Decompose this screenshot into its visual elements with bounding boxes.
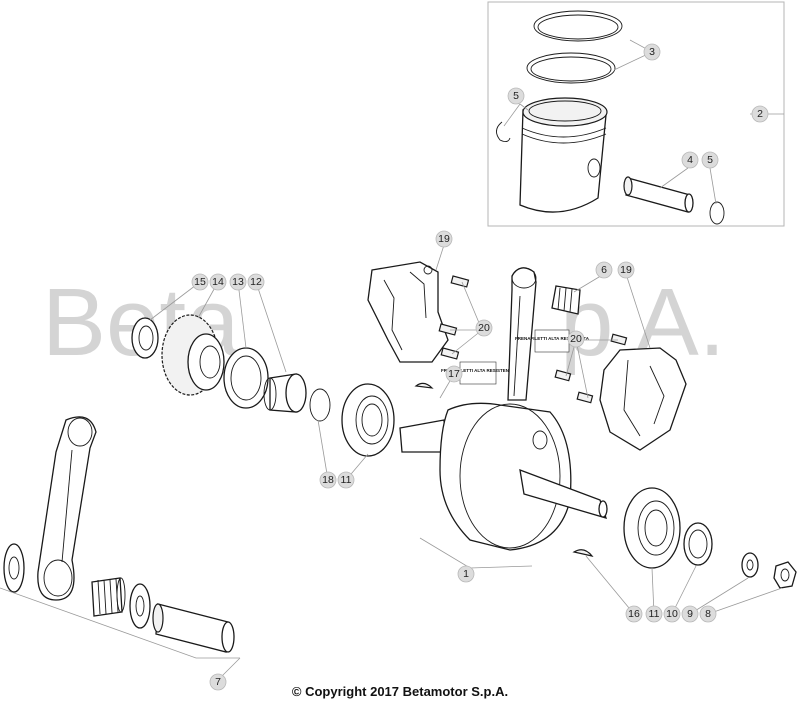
main-bearing-right	[623, 487, 681, 569]
callout-2: 2	[751, 105, 769, 123]
bushing	[263, 373, 307, 413]
callout-label-20-right: 20	[570, 333, 582, 345]
callout-10: 10	[663, 605, 681, 623]
callout-16: 16	[625, 605, 643, 623]
piston-rings	[526, 10, 623, 84]
washer	[741, 552, 759, 578]
woodruff-key-left	[414, 382, 434, 389]
circlip-right	[709, 201, 725, 225]
callout-19-right: 19	[617, 261, 635, 279]
bolts-left	[438, 275, 470, 360]
callout-label-15: 15	[194, 276, 206, 288]
callout-label-19-right: 19	[620, 264, 632, 276]
callout-20-right: 20	[567, 330, 585, 348]
main-bearing-left	[341, 383, 395, 457]
connecting-rod-lower	[3, 416, 97, 601]
circlip-left	[496, 121, 511, 143]
callout-label-2: 2	[757, 108, 763, 120]
callout-5-left: 5	[507, 87, 525, 105]
callout-label-3: 3	[649, 46, 655, 58]
copyright-notice: © Copyright 2017 Betamotor S.p.A.	[291, 684, 509, 699]
callout-6: 6	[595, 261, 613, 279]
callout-label-13: 13	[232, 276, 244, 288]
callout-5-right: 5	[701, 151, 719, 169]
piston	[519, 97, 608, 213]
callout-3: 3	[643, 43, 661, 61]
callout-9: 9	[681, 605, 699, 623]
o-ring	[309, 388, 331, 422]
callout-label-14: 14	[212, 276, 224, 288]
callout-17: 17	[445, 365, 463, 383]
callout-label-19-left: 19	[438, 233, 450, 245]
thrust-washer	[129, 583, 151, 629]
oil-seal	[223, 347, 269, 409]
callout-label-8: 8	[705, 608, 711, 620]
callout-label-7: 7	[215, 676, 221, 688]
callout-12: 12	[247, 273, 265, 291]
callout-4: 4	[681, 151, 699, 169]
callout-label-11-right: 11	[649, 608, 660, 620]
piston-pin	[623, 176, 694, 213]
callout-label-20-left: 20	[478, 322, 490, 334]
callout-label-9: 9	[687, 608, 693, 620]
callout-label-16: 16	[628, 608, 640, 620]
oil-seal-spacer	[131, 317, 159, 359]
callout-11-left: 11	[337, 471, 355, 489]
callout-18: 18	[319, 471, 337, 489]
callout-label-1: 1	[463, 568, 469, 580]
callout-label-10: 10	[666, 608, 678, 620]
needle-bearing-large	[91, 577, 126, 617]
callout-label-5-right: 5	[707, 154, 713, 166]
callout-label-4: 4	[687, 154, 693, 166]
callout-7: 7	[209, 673, 227, 691]
crank-cover-left	[367, 261, 449, 363]
callout-label-6: 6	[601, 264, 607, 276]
callout-20-left: 20	[475, 319, 493, 337]
crank-cover-right	[599, 347, 687, 451]
needle-bearing-small	[551, 285, 581, 315]
callout-label-12: 12	[250, 276, 262, 288]
callout-label-17: 17	[448, 368, 460, 380]
callout-8: 8	[699, 605, 717, 623]
woodruff-key-right	[572, 549, 594, 557]
sticker-right-text: FRENAFILETTI ALTA RESISTENZA	[515, 336, 590, 341]
crank-pin	[152, 603, 235, 653]
callout-15: 15	[191, 273, 209, 291]
callout-13: 13	[229, 273, 247, 291]
sticker-left-text: FRENAFILETTI ALTA RESISTENZA	[441, 368, 516, 373]
callout-label-11-left: 11	[341, 474, 352, 486]
callout-label-18: 18	[322, 474, 334, 486]
primary-gear	[161, 314, 225, 396]
oil-seal-right	[683, 522, 713, 566]
callout-19-left: 19	[435, 230, 453, 248]
callout-14: 14	[209, 273, 227, 291]
crank-nut	[773, 561, 797, 589]
callout-label-5-left: 5	[513, 90, 519, 102]
callout-badges: 1 2 3 4 5 5 6 7 8 9 10 11 11 12 13 14 15…	[191, 43, 769, 691]
callout-1: 1	[457, 565, 475, 583]
callout-11-right: 11	[645, 605, 663, 623]
crankshaft	[399, 402, 608, 551]
connecting-rod-upper	[507, 267, 537, 401]
